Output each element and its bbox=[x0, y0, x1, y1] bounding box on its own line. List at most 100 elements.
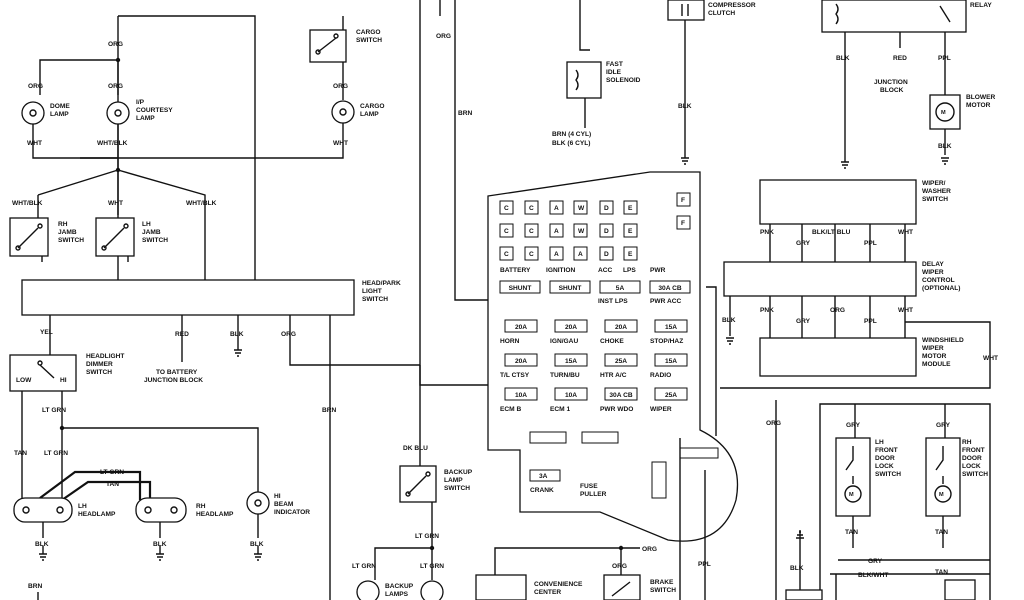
fuse-cavity-empty bbox=[581, 431, 619, 444]
wire-label-wht: WHT bbox=[898, 229, 913, 236]
fuse-cavity-letter: D bbox=[604, 205, 609, 212]
dome-lamp: DOME LAMP WHT bbox=[21, 101, 70, 150]
fuse-rating: 25A bbox=[615, 358, 627, 365]
ip-courtesy-lamp: I/P COURTESY LAMP WHT/BLK bbox=[97, 99, 173, 170]
wire-label-wht-blk: WHT/BLK bbox=[12, 200, 43, 207]
fuse bbox=[604, 319, 638, 333]
wire-label-blk: BLK bbox=[230, 331, 244, 338]
svg-text:SWITCH: SWITCH bbox=[356, 37, 382, 44]
svg-text:JAMB: JAMB bbox=[142, 229, 161, 236]
svg-text:INDICATOR: INDICATOR bbox=[274, 509, 310, 516]
backup-lamp-switch: BACKUP LAMP SWITCH bbox=[399, 465, 473, 503]
svg-text:BLOWER: BLOWER bbox=[966, 94, 996, 101]
svg-text:MOTOR: MOTOR bbox=[966, 102, 991, 109]
svg-text:HI: HI bbox=[274, 493, 281, 500]
svg-text:M: M bbox=[941, 110, 946, 116]
svg-text:SWITCH: SWITCH bbox=[444, 485, 470, 492]
svg-text:(OPTIONAL): (OPTIONAL) bbox=[922, 285, 960, 292]
wire-label-lt-grn: LT GRN bbox=[415, 533, 439, 540]
fuse bbox=[504, 387, 538, 401]
hi-beam-indicator: HI BEAM INDICATOR BLK bbox=[246, 491, 310, 548]
wire-label-wht: WHT bbox=[983, 355, 998, 362]
fuse-cavity bbox=[499, 223, 514, 238]
svg-text:LOW: LOW bbox=[16, 377, 32, 384]
interior-lamp-circuit: ORG ORG ORG DOME LAMP WHT I/P COURTESY L… bbox=[9, 15, 385, 300]
fuse-cavity bbox=[524, 246, 539, 261]
svg-text:SWITCH: SWITCH bbox=[922, 196, 948, 203]
lh-headlamp: LH HEADLAMP BLK bbox=[13, 497, 116, 548]
fuse-rating: 3A bbox=[539, 473, 548, 480]
svg-text:LH: LH bbox=[875, 439, 884, 446]
fuse-circuit-name: TURN/BU bbox=[550, 372, 580, 379]
svg-text:FAST: FAST bbox=[606, 61, 623, 68]
blower-motor: M BLOWER MOTOR BLK bbox=[929, 94, 996, 155]
fuse-cavity bbox=[524, 223, 539, 238]
wire-label-gry: GRY bbox=[846, 422, 861, 429]
fuse-rating: 30A CB bbox=[609, 392, 632, 399]
wire-label-org: ORG bbox=[28, 83, 43, 90]
wire-label-brn: BRN bbox=[458, 110, 473, 117]
fuse-rating: 10A bbox=[565, 392, 577, 399]
fuse-rating: SHUNT bbox=[559, 285, 582, 292]
wire-label-gry: GRY bbox=[936, 422, 951, 429]
wire-label-blk: BLK bbox=[938, 143, 952, 150]
wire-label-ppl: PPL bbox=[698, 561, 711, 568]
svg-text:BACKUP: BACKUP bbox=[444, 469, 473, 476]
svg-text:CONTROL: CONTROL bbox=[922, 277, 955, 284]
wire-label-blk: BLK bbox=[250, 541, 264, 548]
fuse bbox=[554, 319, 588, 333]
wire-label-wht-blk: WHT/BLK bbox=[186, 200, 217, 207]
fuse-cavity-letter: C bbox=[529, 205, 534, 212]
svg-text:COURTESY: COURTESY bbox=[136, 107, 173, 114]
backup-lamps: BACKUP LAMPS bbox=[356, 580, 444, 600]
wire-label-lt-grn: LT GRN bbox=[42, 407, 66, 414]
fuse-cavity bbox=[676, 192, 691, 207]
fuse-cavity-letter: A bbox=[578, 251, 583, 258]
fuse bbox=[654, 319, 688, 333]
wire-label-gry: GRY bbox=[868, 558, 883, 565]
svg-text:SWITCH: SWITCH bbox=[362, 296, 388, 303]
fuse-cavity-empty bbox=[529, 431, 567, 444]
fuse-rating: 20A bbox=[615, 324, 627, 331]
fuse-puller bbox=[651, 461, 667, 499]
svg-text:SWITCH: SWITCH bbox=[58, 237, 84, 244]
wire-label-brn: BRN bbox=[322, 407, 337, 414]
label-inst-lps: INST LPS bbox=[598, 298, 628, 305]
fuse-shunt bbox=[599, 280, 641, 294]
fuse-rating: SHUNT bbox=[509, 285, 532, 292]
fuse bbox=[554, 353, 588, 367]
fuse-cavity bbox=[599, 246, 614, 261]
svg-text:M: M bbox=[939, 492, 944, 498]
fuse-rating: 15A bbox=[665, 358, 677, 365]
head-park-light-switch: HEAD/PARK LIGHT SWITCH YEL RED BLK ORG B… bbox=[21, 279, 420, 600]
cargo-switch: CARGO SWITCH bbox=[309, 29, 382, 63]
wire-label-org: ORG bbox=[612, 563, 627, 570]
cargo-lamp: CARGO LAMP WHT bbox=[80, 100, 385, 159]
fuse-cavity-letter: C bbox=[529, 251, 534, 258]
svg-text:IDLE: IDLE bbox=[606, 69, 622, 76]
fuse-cavity bbox=[499, 200, 514, 215]
fuse-cavity-letter: F bbox=[681, 220, 685, 227]
fuse-circuit-name: HTR A/C bbox=[600, 372, 627, 379]
wire-label-lt-grn: LT GRN bbox=[352, 563, 376, 570]
svg-text:FRONT: FRONT bbox=[875, 447, 898, 454]
svg-text:JUNCTION BLOCK: JUNCTION BLOCK bbox=[144, 377, 203, 384]
svg-text:LAMP: LAMP bbox=[50, 111, 69, 118]
svg-text:CONVENIENCE: CONVENIENCE bbox=[534, 581, 583, 588]
svg-text:CARGO: CARGO bbox=[360, 103, 385, 110]
wire-label-lt-grn: LT GRN bbox=[44, 450, 68, 457]
fuse-cavity bbox=[623, 223, 638, 238]
wire-label-blk-wht: BLK/WHT bbox=[858, 572, 888, 579]
fuse bbox=[504, 353, 538, 367]
wire-label-org: ORG bbox=[830, 307, 845, 314]
label-battery: BATTERY bbox=[500, 267, 531, 274]
wire-label-wht: WHT bbox=[27, 140, 42, 147]
svg-text:WIPER: WIPER bbox=[922, 345, 944, 352]
svg-text:BEAM: BEAM bbox=[274, 501, 294, 508]
svg-text:LAMPS: LAMPS bbox=[385, 591, 409, 598]
svg-text:JUNCTION: JUNCTION bbox=[874, 79, 908, 86]
wire-label-blk: BLK bbox=[678, 103, 692, 110]
svg-text:DIMMER: DIMMER bbox=[86, 361, 113, 368]
wire-label-blk: BLK bbox=[790, 565, 804, 572]
